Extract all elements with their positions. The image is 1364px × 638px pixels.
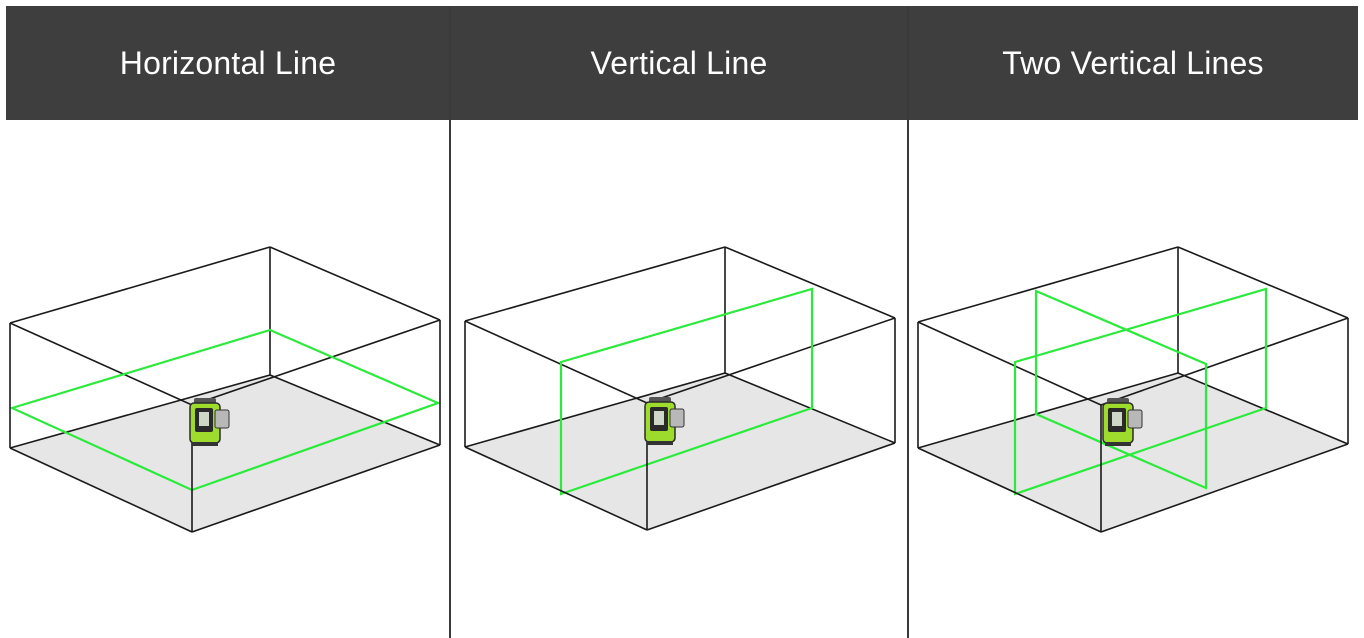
room-floor	[10, 375, 440, 532]
panel-title-two-vertical-lines: Two Vertical Lines	[1002, 44, 1264, 81]
laser-level-device	[1102, 398, 1143, 446]
panel-divider	[907, 6, 909, 638]
room-vertical-line	[464, 246, 896, 531]
panel-divider	[449, 6, 451, 638]
laser-level-device	[189, 398, 230, 446]
laser-line-vertical	[559, 287, 814, 496]
laser-line-vertical-1	[1013, 287, 1268, 496]
panel-title-horizontal-line: Horizontal Line	[119, 44, 337, 81]
panel-title-vertical-line: Vertical Line	[590, 44, 768, 81]
laser-line-vertical-2	[1034, 289, 1208, 490]
header-bar	[6, 6, 1358, 120]
room-two-vertical-lines	[917, 246, 1349, 533]
laser-line-horizontal	[8, 328, 442, 492]
room-horizontal-line	[8, 246, 442, 533]
room-floor	[465, 373, 895, 530]
laser-level-device	[644, 397, 685, 445]
